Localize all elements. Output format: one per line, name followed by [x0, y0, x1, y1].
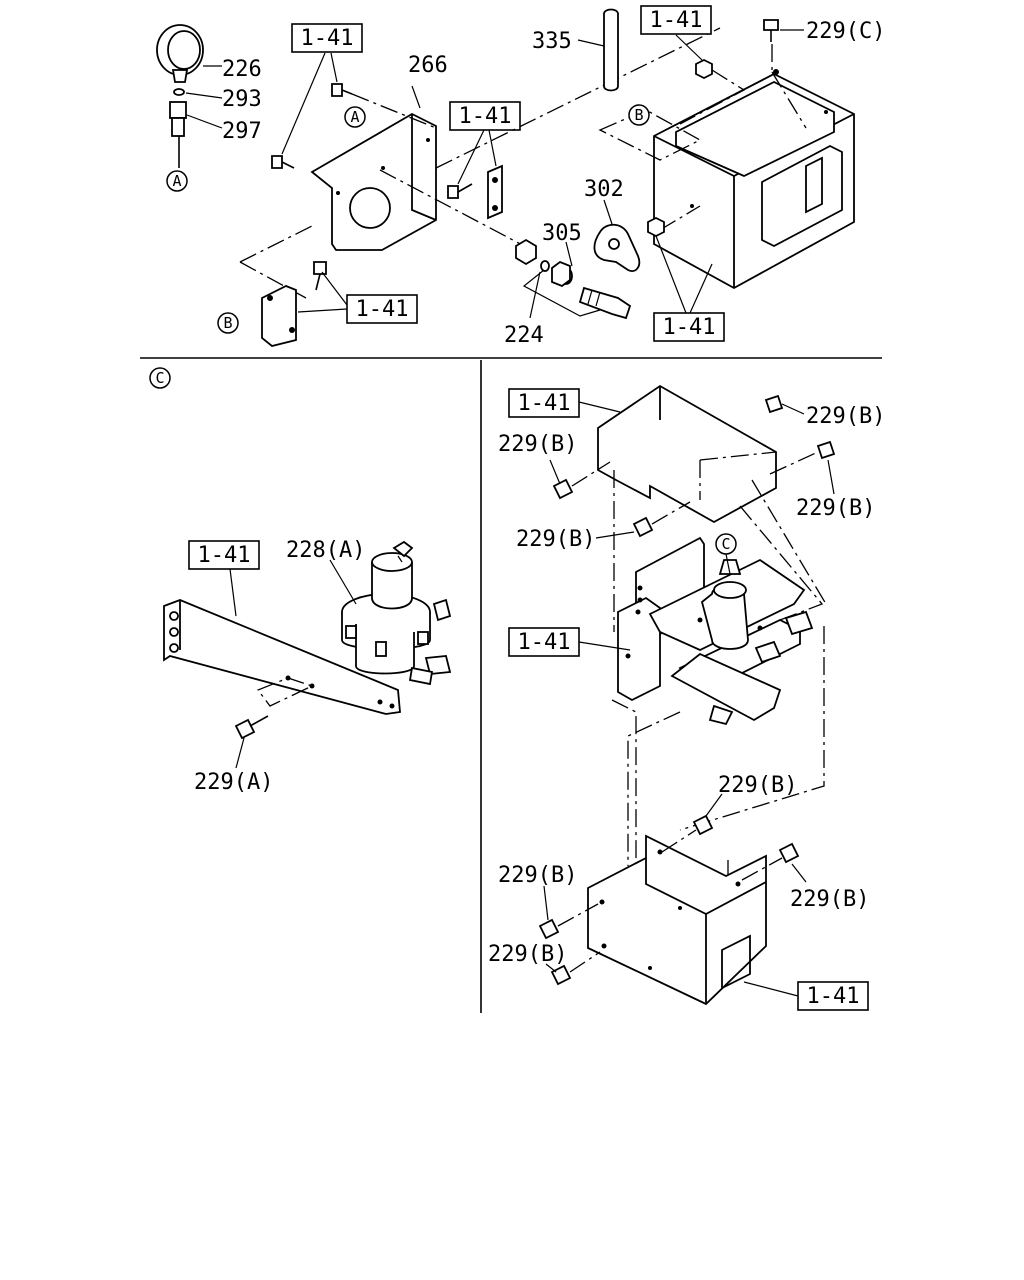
svg-text:1-41: 1-41	[518, 391, 571, 416]
svg-text:1-41: 1-41	[663, 315, 716, 340]
housing-box	[653, 69, 855, 290]
label-297: 297	[222, 119, 262, 144]
ref-box-1-41-e: 1-41	[653, 312, 725, 342]
label-229b-3: 229(B)	[498, 432, 577, 457]
ref-box-1-41-h: 1-41	[508, 627, 580, 657]
bolt-plate	[447, 183, 473, 199]
label-229b-2: 229(B)	[796, 496, 875, 521]
svg-text:1-41: 1-41	[301, 26, 354, 51]
label-305: 305	[542, 221, 582, 246]
fitting-297	[169, 101, 187, 168]
frame-assembly	[617, 536, 814, 726]
svg-text:A: A	[350, 108, 359, 126]
callout-b-left: B	[217, 312, 239, 334]
clamp-302	[593, 223, 641, 272]
svg-text:1-41: 1-41	[198, 543, 251, 568]
label-229b-7: 229(B)	[498, 863, 577, 888]
bolt-229b-1	[764, 394, 784, 414]
svg-text:B: B	[223, 314, 232, 332]
label-228a: 228(A)	[286, 538, 365, 563]
bolt-229b-6	[778, 842, 800, 864]
bolt-229b-5	[692, 814, 714, 836]
svg-text:C: C	[155, 369, 164, 387]
svg-text:1-41: 1-41	[650, 8, 703, 33]
ref-box-1-41-c: 1-41	[346, 294, 418, 324]
ref-box-1-41-i: 1-41	[797, 981, 869, 1011]
bolt-top-bracket	[331, 83, 353, 97]
label-229b-4: 229(B)	[516, 527, 595, 552]
nipple-fitting	[578, 286, 632, 320]
bolt-229b-8	[550, 964, 572, 986]
callout-c-assembly: C	[715, 533, 737, 555]
label-293: 293	[222, 87, 262, 112]
ref-box-1-41-d: 1-41	[640, 5, 712, 35]
oring-293	[173, 88, 185, 96]
nut-housing	[647, 216, 665, 238]
svg-text:1-41: 1-41	[356, 297, 409, 322]
plate-small-right	[487, 164, 503, 220]
bolt-bracket-b	[313, 261, 327, 291]
callout-a-left: A	[166, 170, 188, 192]
fitting-valve-right	[432, 598, 452, 622]
washer-small	[540, 260, 550, 272]
fitting-nut	[551, 260, 571, 288]
label-229c: 229(C)	[806, 19, 885, 44]
label-224: 224	[504, 323, 544, 348]
valve-228a	[341, 540, 431, 675]
bracket-266	[310, 112, 437, 251]
nut-top	[695, 58, 713, 80]
label-229b-8: 229(B)	[488, 942, 567, 967]
bolt-229b-7	[538, 918, 560, 940]
callout-b-right: B	[628, 104, 650, 126]
gauge-226	[156, 24, 204, 83]
bolt-229a	[234, 715, 269, 740]
label-229b-5: 229(B)	[718, 773, 797, 798]
svg-text:1-41: 1-41	[518, 630, 571, 655]
svg-text:1-41: 1-41	[459, 104, 512, 129]
svg-text:B: B	[634, 106, 643, 124]
fitting-valve-lower	[408, 655, 452, 686]
bolt-229b-4	[632, 516, 654, 538]
ref-box-1-41-f: 1-41	[188, 540, 260, 570]
label-229a: 229(A)	[194, 770, 273, 795]
nut-224	[515, 238, 537, 266]
mounting-strap	[163, 599, 401, 715]
svg-text:A: A	[172, 172, 181, 190]
ref-box-1-41-g: 1-41	[508, 388, 580, 418]
label-229b-1: 229(B)	[806, 404, 885, 429]
callout-c-section: C	[149, 367, 171, 389]
bolt-side-bracket	[271, 155, 295, 169]
label-266: 266	[408, 53, 448, 78]
bolt-229b-3	[552, 478, 574, 500]
label-226: 226	[222, 57, 262, 82]
label-335: 335	[532, 29, 572, 54]
bolt-229c	[763, 19, 779, 42]
callout-a-bracket: A	[344, 106, 366, 128]
label-302: 302	[584, 177, 624, 202]
strip-335	[603, 8, 619, 92]
svg-text:1-41: 1-41	[807, 984, 860, 1009]
cover-top	[597, 384, 777, 524]
bracket-b	[261, 285, 297, 347]
bolt-229b-2	[816, 440, 836, 460]
lower-box	[587, 834, 767, 1006]
svg-text:C: C	[721, 535, 730, 553]
ref-box-1-41-b: 1-41	[449, 101, 521, 131]
ref-box-1-41-a: 1-41	[291, 23, 363, 53]
label-229b-6: 229(B)	[790, 887, 869, 912]
